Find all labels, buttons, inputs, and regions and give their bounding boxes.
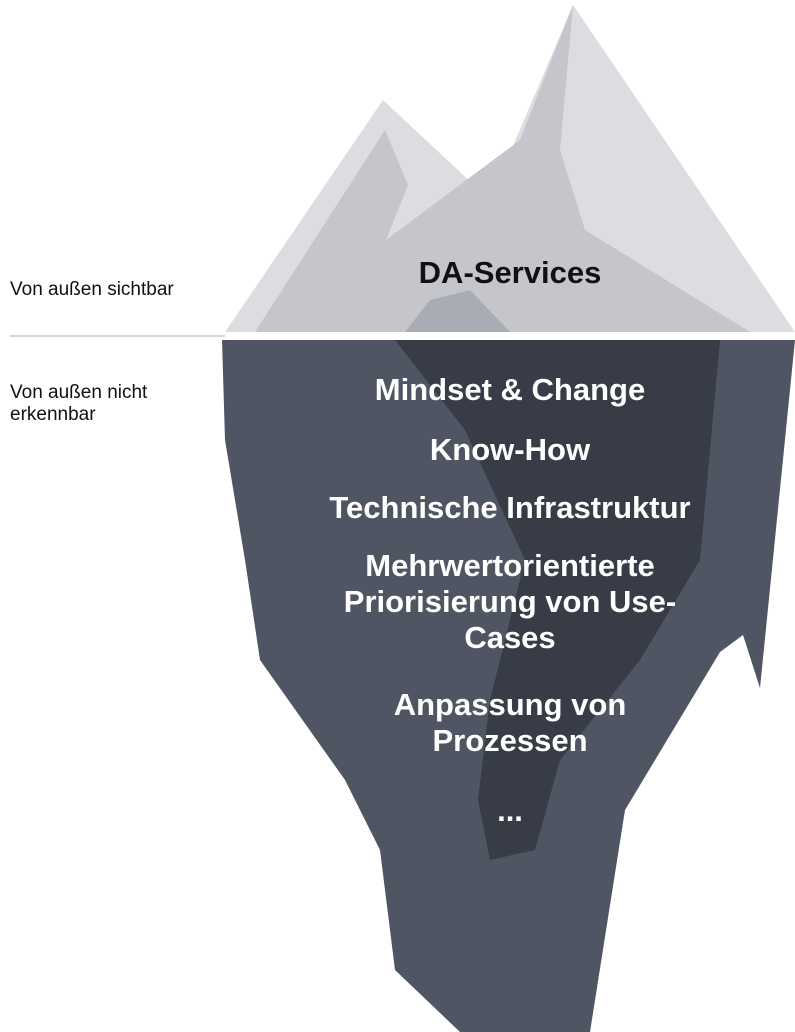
hidden-topic-line: Technische Infrastruktur	[329, 490, 691, 525]
hidden-topic: Mindset & Change	[270, 372, 750, 408]
hidden-topic-line: Mehrwertorientierte	[365, 548, 655, 583]
hidden-label-line: Von außen nicht	[10, 382, 148, 403]
iceberg-tip-shade-left	[255, 130, 430, 332]
hidden-topic-ellipsis: ...	[270, 793, 750, 829]
iceberg-tip-shade-right	[386, 5, 750, 332]
hidden-topic: Anpassung von Prozessen	[270, 687, 750, 759]
hidden-topic-line: Cases	[464, 620, 556, 655]
hidden-topic: Know-How	[270, 432, 750, 468]
hidden-label-line: erkennbar	[10, 404, 96, 425]
hidden-topic: Mehrwertorientierte Priorisierung von Us…	[270, 548, 750, 656]
hidden-topic-line: Prozessen	[432, 723, 588, 758]
visible-topic-title: DA-Services	[418, 255, 602, 290]
iceberg-tip-crevice	[405, 290, 510, 332]
hidden-topic-line: Mindset & Change	[374, 372, 646, 407]
hidden-label: Von außen nicht erkennbar	[10, 382, 230, 426]
hidden-topic-line: ...	[497, 793, 523, 828]
hidden-topic-line: Priorisierung von Use-	[343, 584, 677, 619]
visible-label: Von außen sichtbar	[10, 279, 174, 300]
hidden-topic: Technische Infrastruktur	[270, 490, 750, 526]
hidden-topic-line: Anpassung von	[393, 687, 627, 722]
iceberg-underwater-shadow	[395, 340, 720, 860]
hidden-topic-line: Know-How	[429, 432, 591, 467]
